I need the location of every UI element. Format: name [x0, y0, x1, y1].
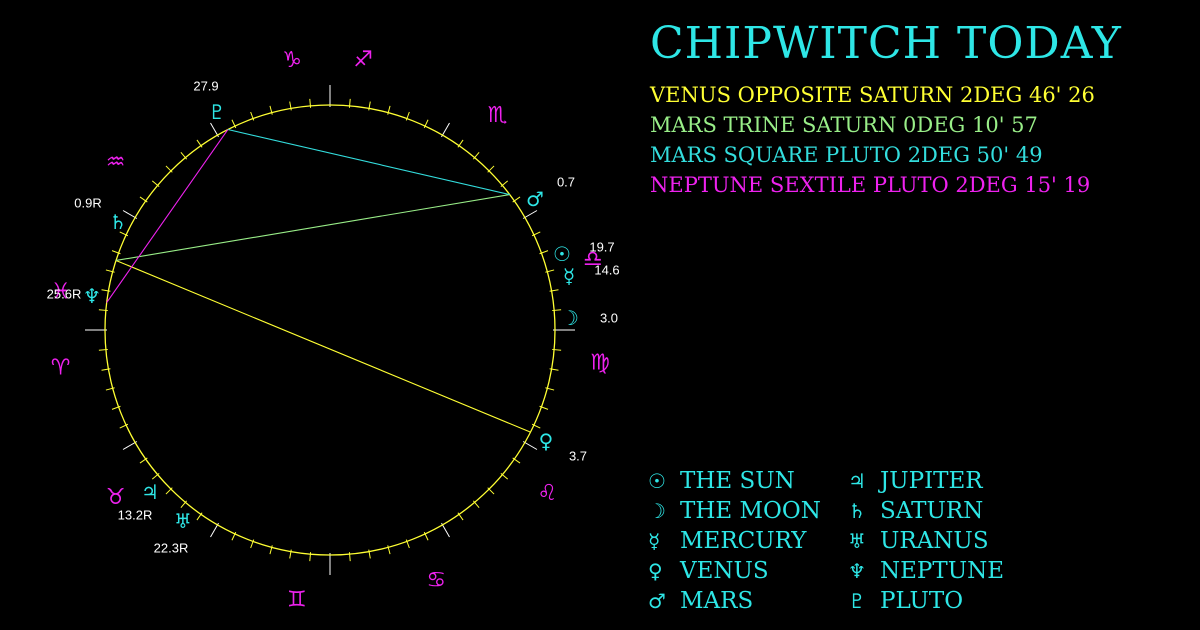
sun-icon: ☉	[553, 242, 571, 266]
uranus-icon: ♅	[848, 529, 866, 553]
legend-label: The Sun	[680, 468, 795, 494]
saturn-icon: ♄	[109, 210, 127, 234]
mercury-degree-label: 14.6	[594, 263, 619, 278]
pluto-degree-label: 27.9	[193, 79, 218, 94]
mars-icon: ♂	[526, 187, 544, 211]
legend-label: Jupiter	[880, 468, 983, 494]
aspect-line-mars-saturn	[115, 194, 510, 262]
aspect-lines	[106, 128, 531, 433]
jupiter-icon: ♃	[848, 469, 866, 493]
legend-mercury: ☿ Mercury	[648, 526, 848, 556]
minor-tick	[165, 487, 173, 495]
legend-sun: ☉ The Sun	[648, 466, 848, 496]
moon-icon: ☽	[648, 499, 666, 523]
aspect-list: Venus opposite Saturn 2deg 46' 26 Mars t…	[650, 80, 1095, 200]
pisces-icon: ♓	[51, 280, 71, 305]
neptune-icon: ♆	[848, 559, 866, 583]
aquarius-icon: ♒	[106, 150, 126, 175]
libra-icon: ♎	[583, 247, 603, 272]
planet-markers: ☉ 19.7 ☽ 3.0 ☿ 14.6 ♀ 3.7 ♂ 0.7 ♃ 13.2R ♄ 0.9R ♅ 22.3R ♆…	[47, 79, 620, 556]
sun-icon: ☉	[648, 469, 666, 493]
mars-icon: ♂	[648, 589, 666, 613]
legend-mars: ♂ Mars	[648, 586, 848, 616]
virgo-icon: ♍	[590, 351, 610, 376]
mercury-icon: ☿	[563, 264, 575, 288]
minor-tick	[487, 165, 495, 173]
aspect-mars-pluto: Mars square Pluto 2deg 50' 49	[650, 143, 1043, 167]
mercury-icon: ☿	[648, 529, 661, 553]
capricorn-icon: ♑	[282, 48, 302, 73]
taurus-icon: ♉	[106, 485, 126, 510]
scorpio-icon: ♏	[488, 103, 508, 128]
legend-saturn: ♄ Saturn	[848, 496, 1048, 526]
aspect-line-venus-saturn	[115, 259, 531, 433]
major-tick	[522, 210, 538, 219]
sagittarius-icon: ♐	[353, 48, 373, 73]
aspect-neptune-pluto: Neptune sextile Pluto 2deg 15' 19	[650, 173, 1091, 197]
aspect-venus-saturn: Venus opposite Saturn 2deg 46' 26	[650, 83, 1095, 107]
gemini-icon: ♊	[287, 587, 307, 612]
legend-label: The Moon	[680, 498, 821, 524]
major-tick	[441, 522, 450, 538]
mars-degree-label: 0.7	[557, 175, 575, 190]
sun-degree-label: 19.7	[589, 240, 614, 255]
legend-label: Mars	[680, 588, 754, 614]
legend-label: Uranus	[880, 528, 989, 554]
moon-icon: ☽	[561, 306, 579, 330]
saturn-degree-label: 0.9R	[74, 196, 101, 211]
major-tick	[441, 122, 450, 138]
major-tick	[210, 522, 219, 538]
legend-venus: ♀ Venus	[648, 556, 848, 586]
legend-moon: ☽ The Moon	[648, 496, 848, 526]
venus-icon: ♀	[648, 559, 663, 583]
aspect-mars-saturn: Mars trine Saturn 0deg 10' 57	[650, 113, 1038, 137]
uranus-degree-label: 22.3R	[154, 541, 189, 556]
neptune-icon: ♆	[83, 284, 101, 308]
pluto-icon: ♇	[848, 589, 866, 613]
aspect-line-neptune-pluto	[106, 129, 229, 303]
moon-degree-label: 3.0	[600, 311, 618, 326]
legend-label: Saturn	[880, 498, 984, 524]
major-tick	[122, 210, 138, 219]
zodiac-signs: ♈ ♉ ♊ ♋ ♌ ♍ ♎ ♏ ♐ ♑ ♒ ♓	[51, 48, 610, 613]
legend-label: Mercury	[680, 528, 807, 554]
minor-tick	[165, 165, 173, 173]
jupiter-icon: ♃	[141, 480, 159, 504]
legend-label: Neptune	[880, 558, 1005, 584]
planet-legend: ☉ The Sun ♃ Jupiter ☽ The Moon ♄ Saturn …	[648, 466, 1048, 616]
pluto-icon: ♇	[208, 100, 226, 124]
wheel-circle	[104, 104, 556, 556]
page-title: Chipwitch Today	[650, 18, 1122, 69]
neptune-degree-label: 25.6R	[47, 287, 82, 302]
legend-label: Venus	[680, 558, 769, 584]
major-tick	[522, 441, 538, 450]
legend-label: Pluto	[880, 588, 964, 614]
minor-tick	[487, 487, 495, 495]
leo-icon: ♌	[537, 481, 557, 506]
legend-uranus: ♅ Uranus	[848, 526, 1048, 556]
venus-degree-label: 3.7	[569, 449, 587, 464]
saturn-icon: ♄	[848, 499, 866, 523]
jupiter-degree-label: 13.2R	[118, 508, 153, 523]
legend-jupiter: ♃ Jupiter	[848, 466, 1048, 496]
major-tick	[122, 441, 138, 450]
cancer-icon: ♋	[426, 568, 446, 593]
legend-pluto: ♇ Pluto	[848, 586, 1048, 616]
aries-icon: ♈	[51, 355, 71, 380]
uranus-icon: ♅	[174, 509, 192, 533]
legend-neptune: ♆ Neptune	[848, 556, 1048, 586]
aspect-line-mars-pluto	[227, 128, 510, 196]
venus-icon: ♀	[539, 429, 554, 453]
major-tick	[210, 122, 219, 138]
